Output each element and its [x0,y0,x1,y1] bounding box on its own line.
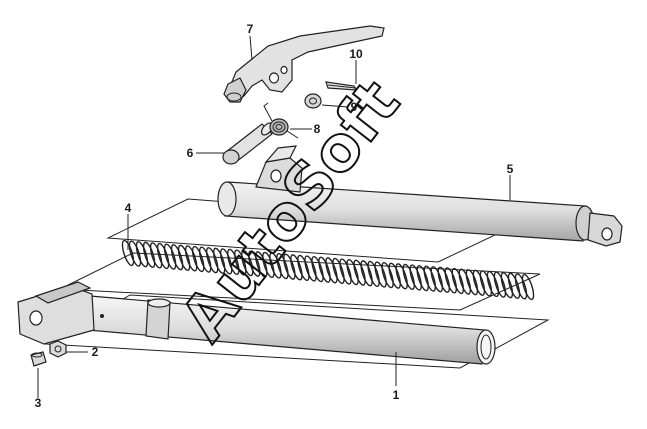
callout-2: 2 [92,345,99,359]
spring-coil [430,266,444,293]
spring-coil [514,273,528,300]
spring-coil [500,272,514,299]
spring-coil [437,266,451,293]
spring-coil [353,259,366,286]
callout-8: 8 [314,122,321,136]
callout-4: 4 [125,201,132,215]
spring-coil [128,240,142,267]
spring-coil [479,270,493,297]
spring-coil [212,247,226,274]
spring-coil [318,256,331,283]
spring-part-4 [121,239,535,301]
spring-coil [367,260,380,288]
spring-coil [297,254,310,282]
torsion-spring-part-8 [263,102,299,139]
spring-coil [149,242,163,269]
callout-5: 5 [507,162,514,176]
spring-coil [219,248,233,275]
spring-coil [493,271,507,298]
spring-coil [276,252,289,280]
spring-coil [374,261,387,288]
lower-tube-part-1 [17,281,496,365]
spring-coil [346,258,359,286]
spring-coil [121,239,135,267]
callout-6: 6 [187,146,194,160]
callout-9: 9 [351,100,358,114]
spring-coil [360,260,373,287]
spring-coil [339,258,352,285]
spring-coil [241,249,254,277]
spring-coil [290,254,303,281]
spring-coil [163,243,177,270]
spring-coil [205,247,219,274]
lever-part-7 [223,25,385,103]
callout-3: 3 [35,396,42,410]
callout-labels: 1 2 3 4 5 6 7 8 9 10 [35,22,514,410]
cotter-pin-part-10 [325,81,358,91]
spring-coil [142,241,156,268]
spring-coil [135,241,149,268]
callout-10: 10 [349,47,363,61]
pin-part-6 [222,122,274,165]
spring-coil [311,255,324,283]
callout-1: 1 [393,388,400,402]
spring-coil [255,251,268,278]
spring-coil [177,244,191,271]
spring-coil [332,257,345,285]
spring-coil [486,270,500,298]
spring-coil [388,262,401,289]
spring-coil [262,251,275,279]
spring-coil [184,245,198,272]
spring-coil [458,268,472,295]
leader-lines [37,35,511,398]
spring-coil [269,252,282,279]
callout-7: 7 [247,22,254,36]
spring-coil [304,255,317,282]
spring-coil [507,272,521,299]
nut-part-2 [49,340,67,358]
spring-coil [248,250,261,277]
spring-coil [234,249,247,276]
upper-tube-part-5 [217,145,623,247]
spring-coil [395,263,408,290]
spring-coil [325,257,338,284]
spring-coil [198,246,212,273]
spring-coil [521,273,535,301]
spring-coil [381,261,394,289]
spring-coil [416,264,429,292]
spring-coil [423,265,437,292]
spring-coil [402,263,415,291]
spring-coil [156,242,170,270]
washer-part-9 [304,93,322,109]
spring-coil [283,253,296,280]
spring-coil [465,269,479,296]
spring-coil [409,264,422,291]
spring-coil [170,244,184,271]
spring-coil [444,267,458,294]
spring-coil [227,248,240,276]
spring-coil [191,245,205,273]
bolt-part-3 [30,351,47,367]
spring-coil [451,267,465,295]
spring-coil [472,269,486,296]
